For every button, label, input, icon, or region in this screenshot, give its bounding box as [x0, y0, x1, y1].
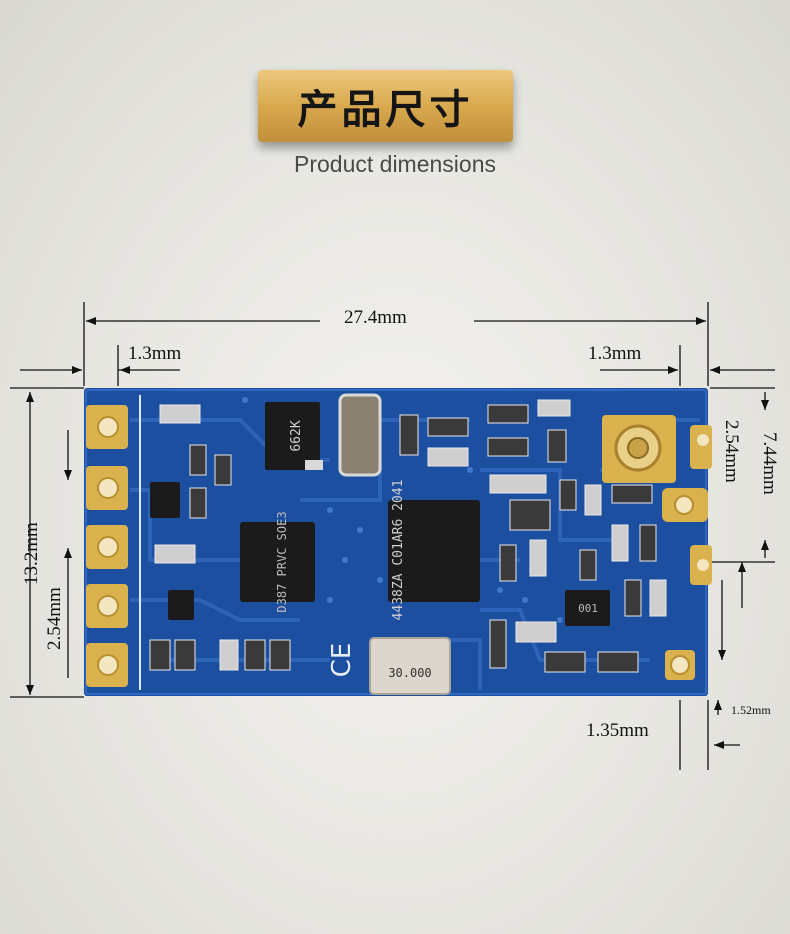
- tantalum-capacitor: [338, 393, 382, 477]
- title-badge: 产品尺寸: [258, 70, 513, 142]
- dim-left-pitch: 2.54mm: [44, 587, 65, 650]
- dim-right-pitch: 2.54mm: [721, 420, 742, 483]
- left-pad: [86, 584, 128, 628]
- right-pad: [690, 545, 712, 585]
- chip-662k: 662K: [265, 402, 323, 470]
- dim-length: 27.4mm: [344, 307, 407, 328]
- right-pads: [662, 425, 712, 680]
- right-pad: [662, 488, 708, 522]
- page-title: 产品尺寸: [297, 87, 474, 133]
- dim-right-margin: 1.3mm: [588, 343, 642, 364]
- smd-components: [149, 399, 667, 673]
- rf-chip: [388, 500, 480, 602]
- antenna-connector: [602, 415, 676, 483]
- mcu-chip-marking: D387 PRVC SOE3: [275, 511, 289, 612]
- left-pads: [86, 405, 128, 687]
- crystal-marking: 30.000: [388, 666, 431, 680]
- sot-chip-marking: 001: [578, 602, 598, 615]
- dim-left-margin: 1.3mm: [128, 343, 182, 364]
- left-pad: [86, 525, 128, 569]
- rf-chip-marking: 4438ZA C01AR6 2041: [391, 480, 406, 621]
- crystal: 30.000: [369, 637, 451, 695]
- right-pad: [690, 425, 712, 469]
- left-pad: [86, 466, 128, 510]
- sot-chip: 001: [565, 590, 610, 626]
- dimension-arrows: [26, 317, 769, 749]
- vias: [242, 397, 563, 623]
- right-pad: [665, 650, 695, 680]
- left-pad: [86, 405, 128, 449]
- dim-hole-offset: 1.52mm: [731, 703, 771, 717]
- left-pad: [86, 643, 128, 687]
- page-subtitle: Product dimensions: [294, 151, 496, 177]
- ce-mark-logo: CE: [327, 643, 357, 678]
- dim-bottom-offset: 1.35mm: [586, 720, 649, 741]
- mcu-chip: [240, 522, 315, 602]
- small-transistor: [150, 482, 180, 518]
- dim-height: 13.2mm: [21, 522, 42, 585]
- chip-662k-label: 662K: [289, 420, 304, 451]
- small-transistor: [168, 590, 194, 620]
- dim-right-span: 7.44mm: [759, 432, 780, 495]
